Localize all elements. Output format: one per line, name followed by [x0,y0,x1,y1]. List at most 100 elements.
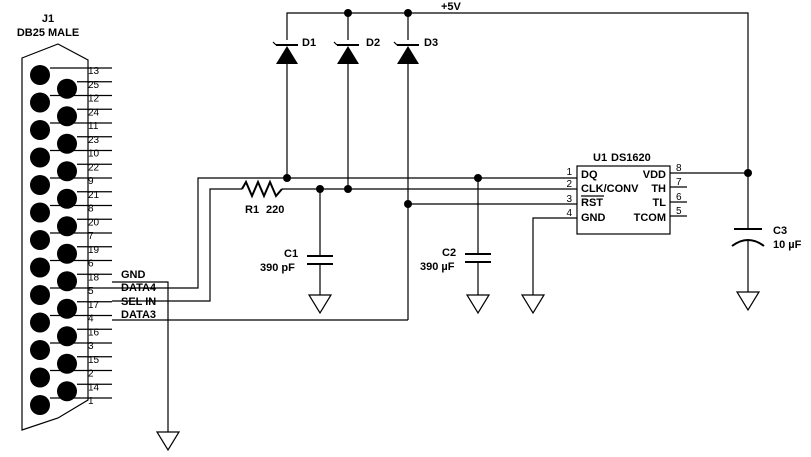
db25-pin: 18 [57,271,112,292]
wiring [112,12,749,432]
pin-contact [30,202,50,223]
ic-pin-name: TH [651,183,666,195]
junction-dot [283,174,291,182]
db25-pin: 16 [57,326,112,347]
pin-number: 20 [88,217,100,228]
wire-selin-r1 [112,188,242,302]
resistor-r1-value: 220 [266,204,284,216]
diode-d2-body [337,46,359,64]
pin-number: 3 [88,341,94,352]
connector-name: DB25 MALE [17,27,79,39]
ic-pin-name: CLK/CONV [581,183,639,195]
pin-contact [57,188,77,209]
ic-pin-name: TCOM [634,212,666,224]
wire-vcc-rail [286,12,749,173]
db25-pin: 20 [57,216,112,237]
resistor-r1: R1 220 [241,179,284,216]
pin-contact [30,92,50,113]
pin-contact [30,65,50,85]
diode-d2: D2 [333,37,380,64]
ground-symbol [307,294,333,315]
diode-d3-tick [393,41,398,46]
capacitor-c1-value: 390 pF [260,262,295,274]
ic-pin-number: 6 [676,192,682,203]
pin-contact [57,243,77,264]
ic-pin-name: GND [581,212,606,224]
diode-d1: D1 [272,37,316,64]
pin-contact [57,298,77,319]
capacitor-c3-plate-curved [731,239,765,247]
pin-number: 12 [88,94,100,105]
pin-contact [57,353,77,374]
diode-d1-tick [272,41,277,46]
resistor-r1-ref: R1 [245,204,259,216]
pin-contact [30,175,50,195]
pin-number: 5 [88,286,94,297]
db25-pin: 13 [30,65,112,85]
pin-number: 10 [88,149,100,160]
junction-dot [404,200,412,208]
pin-contact [30,257,50,278]
pin-contact [57,381,77,402]
wire-gnd-connector [112,281,169,432]
db25-pin: 19 [57,243,112,264]
ic-u1-ref: U1 [593,152,607,164]
ic-pin-number: 5 [676,206,682,217]
pin-contact [57,216,77,237]
ic-u1: U1 DS1620 1 2 3 4 DQ CLK/CONV RST GND VD… [566,152,687,235]
net-label-gnd: GND [121,269,146,281]
pin-number: 14 [88,382,100,393]
pin-number: 13 [88,66,100,77]
connector-ref: J1 [42,13,54,25]
capacitor-c1: C1 390 pF [260,248,333,274]
pin-number: 22 [88,162,100,173]
db25-pin: 24 [57,106,112,127]
pin-contact [30,147,50,168]
ic-pin-name: RST [581,197,603,209]
capacitor-c2-ref: C2 [442,247,456,259]
db25-pin: 17 [57,298,112,319]
ground-symbol [465,294,491,315]
capacitor-c2: C2 390 µF [420,247,491,273]
ic-pin-number: 7 [676,177,682,188]
pin-number: 9 [88,176,94,187]
pin-contact [30,367,50,388]
ic-pin-number: 8 [676,163,682,174]
pin-contact [57,326,77,347]
pin-contact [30,230,50,250]
resistor-r1-zigzag [241,179,283,199]
pin-number: 15 [88,355,100,366]
pin-number: 1 [88,396,94,407]
wire-ic-gnd [532,217,577,295]
connector-shell [21,43,89,431]
db25-pin: 21 [57,188,112,209]
ic-pin-name: VDD [643,169,666,181]
ground-symbols [155,291,761,452]
pin-contact [57,78,77,99]
db25-pin: 22 [57,161,112,182]
ic-pin-number: 1 [566,167,572,178]
pin-number: 18 [88,272,100,283]
pin-number: 7 [88,231,94,242]
pin-number: 16 [88,327,100,338]
vcc-label: +5V [441,1,462,13]
net-label-data3: DATA3 [121,309,156,321]
diode-d2-tick [333,41,338,46]
diode-d3-ref: D3 [424,37,438,49]
pin-number: 25 [88,80,100,91]
pin-number: 21 [88,190,100,201]
ic-u1-body [576,165,671,235]
junctions [283,9,752,208]
junction-dot [404,9,412,17]
diode-d1-ref: D1 [302,37,316,49]
ground-symbol [735,291,761,312]
ic-pin-number: 2 [566,179,572,190]
db25-pin: 14 [57,381,112,402]
pin-contact [30,395,50,415]
junction-dot [474,174,482,182]
pin-contact [57,161,77,182]
pin-number: 8 [88,204,94,215]
